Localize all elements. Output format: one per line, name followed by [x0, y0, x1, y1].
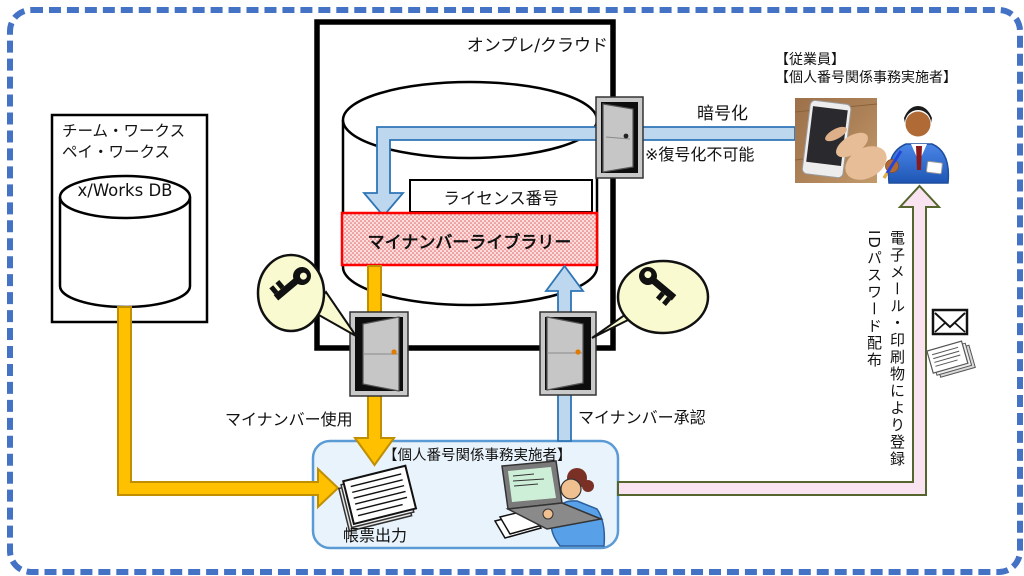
id-password-line: IDパスワード配布: [865, 230, 883, 369]
register-flow-arrow: [617, 184, 942, 496]
source-db-label: x/Works DB: [77, 181, 173, 200]
register-vertical-label: 電子メール・印刷物により登録 IDパスワード配布: [862, 230, 908, 486]
mynumber-use-label: マイナンバー使用: [225, 410, 353, 429]
door-icon: [349, 311, 409, 397]
onprem-cloud-label: オンプレ/クラウド: [466, 36, 608, 56]
operator-box-label: 【個人番号関係事務実施者】: [383, 448, 572, 464]
employee-avatar-icon: [882, 106, 950, 184]
encrypt-label: 暗号化: [697, 104, 748, 124]
employee-label: 【従業員】 【個人番号関係事務実施者】: [775, 52, 957, 87]
door-icon: [595, 96, 644, 179]
license-number-label: ライセンス番号: [443, 189, 559, 208]
no-decrypt-note: ※復号化不可能: [645, 145, 755, 164]
encrypt-flow-arrow: [362, 126, 796, 218]
db-output-flow-arrow: [117, 306, 340, 510]
report-output-icon: [337, 464, 418, 533]
laptop-user-icon: [493, 460, 606, 547]
source-system-label: チーム・ワークス ペイ・ワークス: [62, 121, 204, 163]
mynumber-approve-label: マイナンバー承認: [578, 408, 706, 427]
source-system-line1: チーム・ワークス: [62, 122, 186, 140]
employee-line1: 【従業員】: [775, 52, 845, 68]
library-box: [340, 211, 599, 267]
key-icon: [591, 259, 710, 339]
source-database-cylinder-icon: [58, 174, 192, 309]
documents-icon: [926, 340, 976, 378]
source-system-line2: ペイ・ワークス: [62, 143, 171, 161]
door-icon: [539, 311, 597, 396]
source-system-box: [50, 113, 209, 324]
mynumber-library-label: マイナンバーライブラリー: [367, 233, 572, 253]
smartphone-photo: [794, 98, 887, 183]
key-icon: [256, 253, 357, 337]
envelope-icon: [931, 308, 969, 336]
report-output-label: 帳票出力: [342, 526, 407, 545]
register-line: 電子メール・印刷物により登録: [888, 230, 906, 468]
employee-line2: 【個人番号関係事務実施者】: [775, 69, 957, 86]
